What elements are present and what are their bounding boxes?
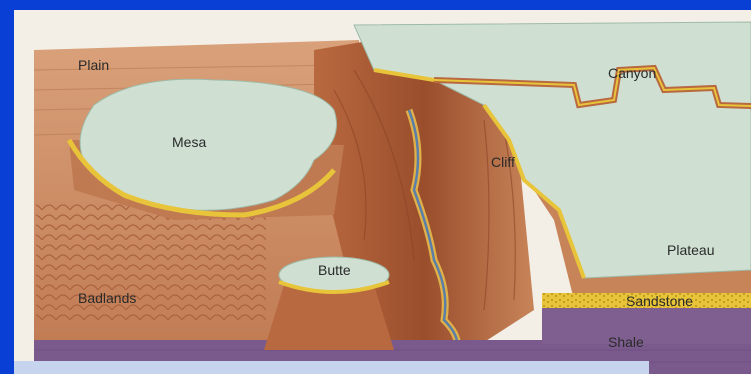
label-butte: Butte — [318, 262, 351, 278]
label-plateau: Plateau — [667, 242, 714, 258]
label-plain: Plain — [78, 57, 109, 73]
bottom-strip — [14, 361, 649, 374]
landform-illustration: Plain Mesa Canyon Cliff Plateau Butte Ba… — [14, 10, 751, 374]
label-mesa: Mesa — [172, 134, 206, 150]
label-sandstone: Sandstone — [626, 293, 693, 309]
butte-body — [264, 285, 394, 350]
label-badlands: Badlands — [78, 290, 136, 306]
label-shale: Shale — [608, 334, 644, 350]
label-cliff: Cliff — [491, 154, 515, 170]
label-canyon: Canyon — [608, 65, 656, 81]
shale-band — [542, 308, 751, 344]
